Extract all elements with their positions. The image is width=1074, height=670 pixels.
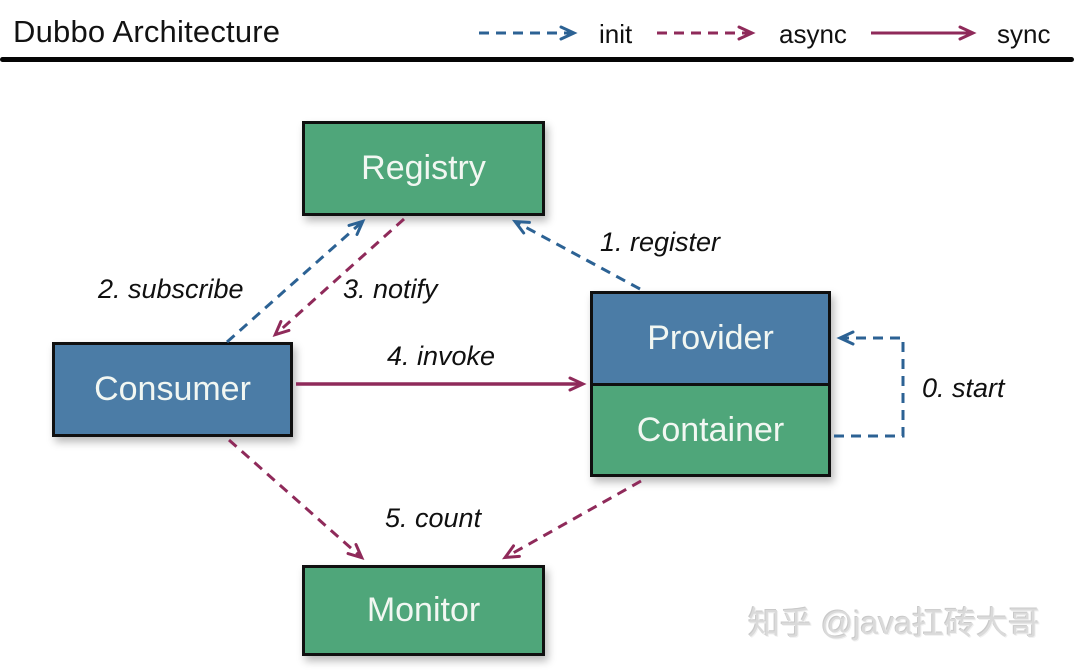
legend-label-sync: sync xyxy=(997,19,1051,49)
edge-subscribe-arrow xyxy=(226,218,366,344)
node-container-label: Container xyxy=(636,410,785,449)
provider-container-stack: Provider Container xyxy=(590,291,831,477)
node-container: Container xyxy=(590,383,831,477)
title-divider xyxy=(0,57,1074,62)
page-title: Dubbo Architecture xyxy=(13,14,281,49)
edge-invoke-label: 4. invoke xyxy=(387,341,496,371)
node-registry-label: Registry xyxy=(361,149,486,187)
node-registry: Registry xyxy=(302,121,545,216)
edge-count-label: 5. count xyxy=(385,503,482,533)
node-consumer: Consumer xyxy=(52,342,293,437)
edge-register-label: 1. register xyxy=(600,227,721,257)
node-monitor-label: Monitor xyxy=(366,591,481,629)
legend-label-init: init xyxy=(599,19,633,49)
node-provider: Provider xyxy=(590,291,831,383)
node-provider-label: Provider xyxy=(647,319,774,357)
edge-count-right-arrow xyxy=(502,479,642,560)
edge-subscribe-label: 2. subscribe xyxy=(98,274,244,304)
edge-start-label: 0. start xyxy=(922,373,1005,403)
watermark: 知乎 @java扛砖大哥 xyxy=(748,605,1041,641)
edge-notify-label: 3. notify xyxy=(343,274,438,304)
edge-start-arrow xyxy=(834,330,905,438)
node-monitor: Monitor xyxy=(302,565,545,656)
legend-label-async: async xyxy=(779,19,847,49)
edge-count-left-arrow xyxy=(228,438,365,561)
node-consumer-label: Consumer xyxy=(94,370,251,408)
